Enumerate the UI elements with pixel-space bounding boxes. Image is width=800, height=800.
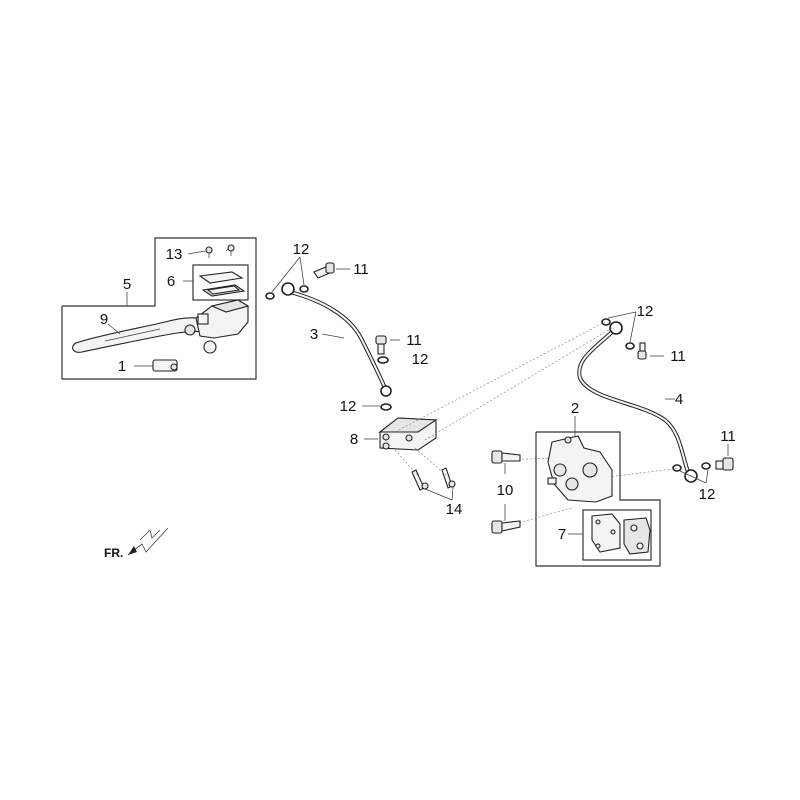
callout-12: 12: [340, 398, 357, 415]
brake-lever: [72, 317, 206, 353]
callout-1: 1: [118, 358, 126, 375]
caliper-bolt: [491, 520, 521, 534]
cap-screws: [205, 244, 235, 258]
group-6-border: [192, 264, 249, 301]
callout-4: 4: [675, 391, 683, 408]
washer: [377, 356, 389, 364]
banjo-bolt: [637, 342, 647, 360]
callout-14: 14: [446, 501, 463, 518]
callout-12: 12: [412, 351, 429, 368]
callout-3: 3: [310, 326, 318, 343]
brake-caliper: [547, 435, 613, 503]
washer: [265, 292, 275, 300]
callout-12: 12: [637, 303, 654, 320]
callout-2: 2: [571, 400, 579, 417]
callout-9: 9: [100, 311, 108, 328]
callout-11: 11: [720, 428, 736, 445]
banjo-bolt: [375, 335, 387, 355]
callout-13: 13: [166, 246, 183, 263]
callout-10: 10: [497, 482, 514, 499]
group-7-border: [582, 509, 652, 561]
group-5-border: [61, 237, 257, 380]
washer: [701, 462, 711, 470]
callout-11: 11: [406, 332, 422, 349]
callout-5: 5: [123, 276, 131, 293]
washer: [299, 285, 309, 293]
callout-8: 8: [350, 431, 358, 448]
banjo-bolt: [313, 262, 335, 279]
brake-switch: [150, 359, 178, 372]
brake-pads: [591, 513, 651, 555]
brake-hose-upper: [281, 282, 392, 397]
banjo-bolt: [715, 457, 734, 471]
master-cylinder: [184, 299, 250, 354]
callout-11: 11: [353, 261, 369, 278]
front-arrow-icon: [128, 546, 137, 555]
callout-12: 12: [293, 241, 310, 258]
reservoir-cap-gasket: [198, 271, 246, 297]
washer: [380, 403, 392, 411]
washer: [625, 342, 635, 350]
callout-12: 12: [699, 486, 716, 503]
caliper-bolt: [491, 450, 521, 464]
washer: [601, 318, 611, 326]
callout-11: 11: [670, 348, 686, 365]
washer: [672, 464, 682, 472]
hose-joint-block: [378, 417, 438, 451]
brake-hose-lower: [577, 321, 698, 483]
front-label: FR.: [104, 546, 123, 560]
block-screws: [411, 467, 456, 491]
callout-7: 7: [558, 526, 566, 543]
front-direction-indicator: FR.: [104, 527, 169, 560]
callout-6: 6: [167, 273, 175, 290]
group-2-border: [535, 431, 661, 567]
